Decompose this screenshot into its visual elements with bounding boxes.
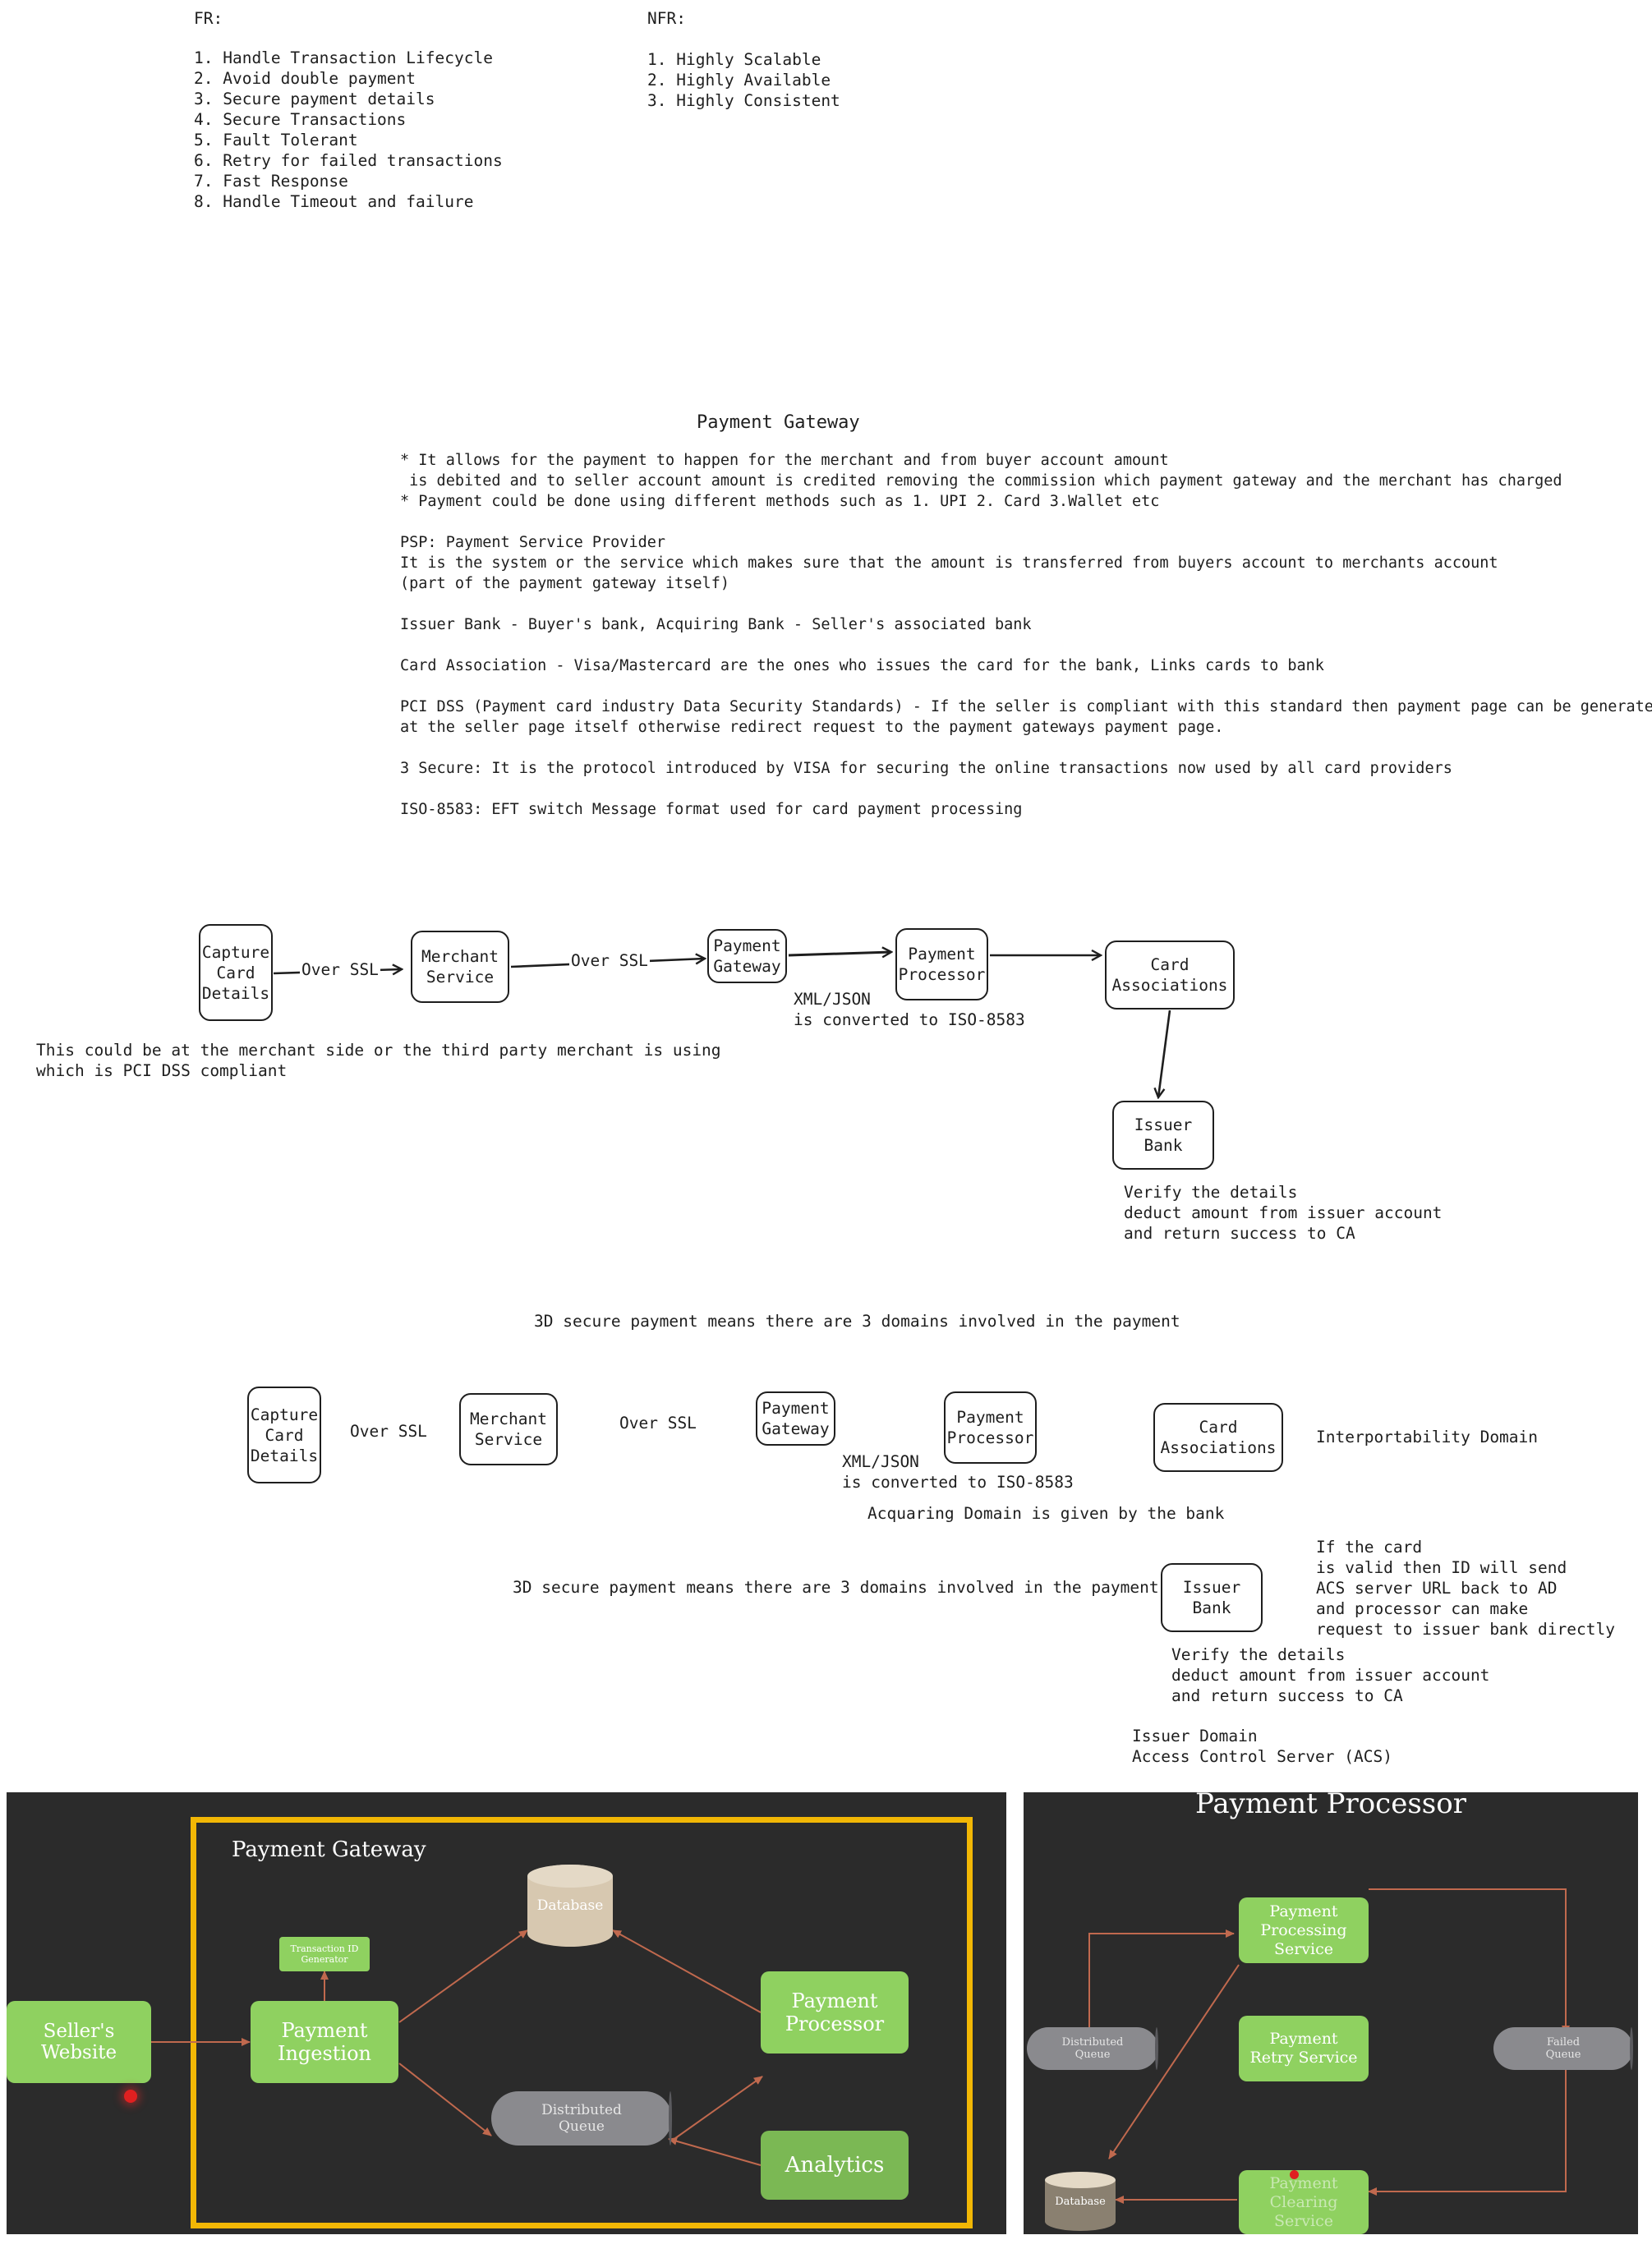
notes-title: Payment Gateway: [697, 412, 860, 433]
flow2-acquiring-note: Acquaring Domain is given by the bank: [867, 1504, 1225, 1523]
flow1-issuer-note: Verify the details deduct amount from is…: [1124, 1183, 1443, 1243]
payment-processing-service-box: Payment Processing Service: [1239, 1897, 1369, 1963]
note-line: (part of the payment gateway itself): [400, 575, 729, 592]
fr-list: 1. Handle Transaction Lifecycle 2. Avoid…: [194, 48, 503, 212]
flow1-ssl-label: Over SSL: [300, 960, 380, 979]
note-line: at the seller page itself otherwise redi…: [400, 719, 1224, 736]
notes-body: * It allows for the payment to happen fo…: [400, 450, 1652, 820]
gateway-frame: [191, 1817, 973, 2228]
flow1-merchant-service-box: Merchant Service: [411, 931, 509, 1003]
distributed-queue-pill: Distributed Queue: [1027, 2027, 1158, 2070]
payment-processor-box: Payment Processor: [761, 1971, 909, 2054]
flow1-ssl-label: Over SSL: [569, 951, 650, 970]
gateway-slide: Payment Gateway Seller's Website Transac…: [7, 1792, 1006, 2234]
flow1-payment-gateway-box: Payment Gateway: [707, 929, 787, 983]
processor-arrows: [1088, 1888, 1570, 2204]
cursor-dot-icon: [1290, 2170, 1299, 2179]
payment-ingestion-box: Payment Ingestion: [251, 2001, 398, 2083]
nfr-item: 1. Highly Scalable: [647, 50, 821, 69]
database-cylinder: Database: [527, 1865, 613, 1947]
fr-item: 7. Fast Response: [194, 172, 348, 191]
flow1-card-associations-box: Card Associations: [1105, 941, 1235, 1010]
flow1-capture-card-box: Capture Card Details: [199, 924, 273, 1021]
flow1-capture-note: This could be at the merchant side or th…: [36, 1041, 721, 1080]
flow2-capture-card-box: Capture Card Details: [247, 1387, 321, 1483]
note-line: is debited and to seller account amount …: [400, 472, 1562, 490]
note-line: * Payment could be done using different …: [400, 493, 1160, 510]
gateway-arrows: [151, 1929, 763, 2166]
nfr-heading: NFR:: [647, 9, 686, 28]
gateway-slide-title: Payment Gateway: [232, 1837, 426, 1862]
nfr-item: 2. Highly Available: [647, 71, 831, 90]
flow2-heading: 3D secure payment means there are 3 doma…: [534, 1312, 1180, 1331]
failed-queue-pill: Failed Queue: [1493, 2027, 1633, 2070]
flow2-card-associations-box: Card Associations: [1153, 1403, 1283, 1472]
fr-heading: FR:: [194, 9, 223, 28]
flow1-payment-processor-box: Payment Processor: [895, 928, 988, 1000]
flow1-arrow: [788, 952, 891, 955]
flow2-ssl-label: Over SSL: [618, 1414, 698, 1433]
note-line: It is the system or the service which ma…: [400, 554, 1498, 572]
fr-item: 8. Handle Timeout and failure: [194, 192, 474, 211]
note-line: PSP: Payment Service Provider: [400, 534, 666, 551]
flow2-interop-note: Interportability Domain: [1316, 1428, 1539, 1446]
flow2-ssl-label: Over SSL: [348, 1422, 429, 1441]
analytics-box: Analytics: [761, 2131, 909, 2200]
note-line: ISO-8583: EFT switch Message format used…: [400, 801, 1023, 818]
fr-item: 2. Avoid double payment: [194, 69, 416, 88]
processor-slide: Payment Processor Payment Processing Ser…: [1024, 1792, 1638, 2234]
flow1-issuer-bank-box: Issuer Bank: [1112, 1101, 1214, 1170]
cursor-dot-icon: [124, 2090, 137, 2103]
fr-item: 4. Secure Transactions: [194, 110, 407, 129]
note-line: 3 Secure: It is the protocol introduced …: [400, 760, 1452, 777]
note-line: PCI DSS (Payment card industry Data Secu…: [400, 698, 1652, 715]
flow2-merchant-service-box: Merchant Service: [459, 1393, 558, 1465]
payment-retry-service-box: Payment Retry Service: [1239, 2016, 1369, 2081]
flow1-arrow: [1158, 1010, 1171, 1097]
flow2-issuer-note: Verify the details deduct amount from is…: [1171, 1645, 1490, 1705]
seller-website-box: Seller's Website: [7, 2001, 151, 2083]
distributed-queue-pill: Distributed Queue: [491, 2091, 672, 2146]
nfr-item: 3. Highly Consistent: [647, 91, 840, 110]
flow2-repeat-heading: 3D secure payment means there are 3 doma…: [513, 1578, 1159, 1597]
flow2-xml-note: XML/JSON is converted to ISO-8583: [842, 1452, 1074, 1492]
flow2-payment-gateway-box: Payment Gateway: [756, 1391, 835, 1446]
flow2-issuer-bank-box: Issuer Bank: [1161, 1563, 1263, 1632]
nfr-list: 1. Highly Scalable 2. Highly Available 3…: [647, 49, 840, 111]
flow2-acs-note: If the card is valid then ID will send A…: [1316, 1538, 1615, 1639]
transaction-id-generator-box: Transaction ID Generator: [279, 1937, 370, 1971]
flow2-issuer-domain-note: Issuer Domain Access Control Server (ACS…: [1132, 1727, 1392, 1766]
payment-clearing-service-box: Payment Clearing Service: [1239, 2170, 1369, 2234]
fr-item: 1. Handle Transaction Lifecycle: [194, 48, 493, 67]
note-line: Issuer Bank - Buyer's bank, Acquiring Ba…: [400, 616, 1032, 633]
fr-item: 3. Secure payment details: [194, 90, 435, 108]
database-cylinder: Database: [1045, 2172, 1116, 2231]
processor-slide-title: Payment Processor: [1195, 1792, 1466, 1820]
fr-item: 5. Fault Tolerant: [194, 131, 358, 149]
flow2-payment-processor-box: Payment Processor: [944, 1391, 1037, 1464]
note-line: * It allows for the payment to happen fo…: [400, 452, 1169, 469]
fr-item: 6. Retry for failed transactions: [194, 151, 503, 170]
flow1-xml-note: XML/JSON is converted to ISO-8583: [794, 990, 1025, 1029]
note-line: Card Association - Visa/Mastercard are t…: [400, 657, 1324, 674]
